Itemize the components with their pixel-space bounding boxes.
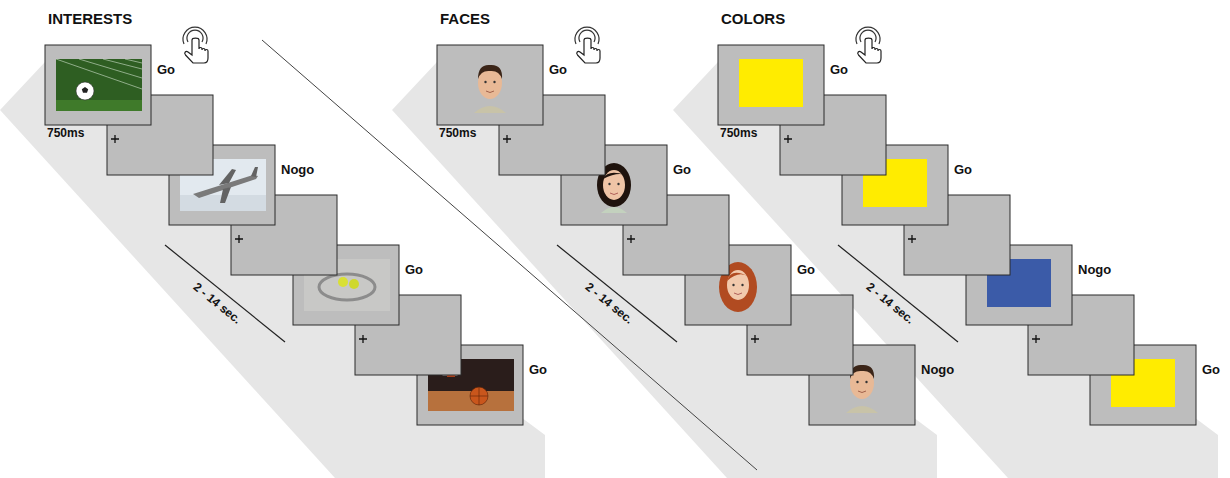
panel-title: FACES (440, 10, 490, 27)
response-label: Go (673, 163, 691, 178)
response-label: Go (830, 63, 848, 78)
interval-label: 2 - 14 sec. (582, 280, 635, 327)
screen (437, 45, 543, 125)
screen (45, 45, 151, 125)
colors-stack (718, 27, 1196, 425)
response-label: Go (157, 63, 175, 78)
screen (718, 45, 824, 125)
faces-stack (437, 27, 915, 425)
press-hand-icon (856, 27, 881, 63)
response-label: Nogo (1078, 263, 1111, 278)
response-label: Go (1202, 363, 1220, 378)
response-label: Go (405, 263, 423, 278)
duration-label: 750ms (47, 127, 84, 141)
response-label: Nogo (281, 163, 314, 178)
panel-title: COLORS (721, 10, 785, 27)
response-label: Go (529, 363, 547, 378)
interval-label: 2 - 14 sec. (190, 280, 243, 327)
press-hand-icon (183, 27, 208, 63)
panel-title: INTERESTS (48, 10, 132, 27)
stimulus-color (739, 59, 803, 107)
press-hand-icon (575, 27, 600, 63)
stimulus-face (474, 65, 506, 113)
interval-label: 2 - 14 sec. (863, 280, 916, 327)
stimulus-image (56, 59, 142, 111)
duration-label: 750ms (720, 127, 757, 141)
response-label: Go (954, 163, 972, 178)
response-label: Go (549, 63, 567, 78)
duration-label: 750ms (439, 127, 476, 141)
response-label: Nogo (921, 363, 954, 378)
response-label: Go (797, 263, 815, 278)
